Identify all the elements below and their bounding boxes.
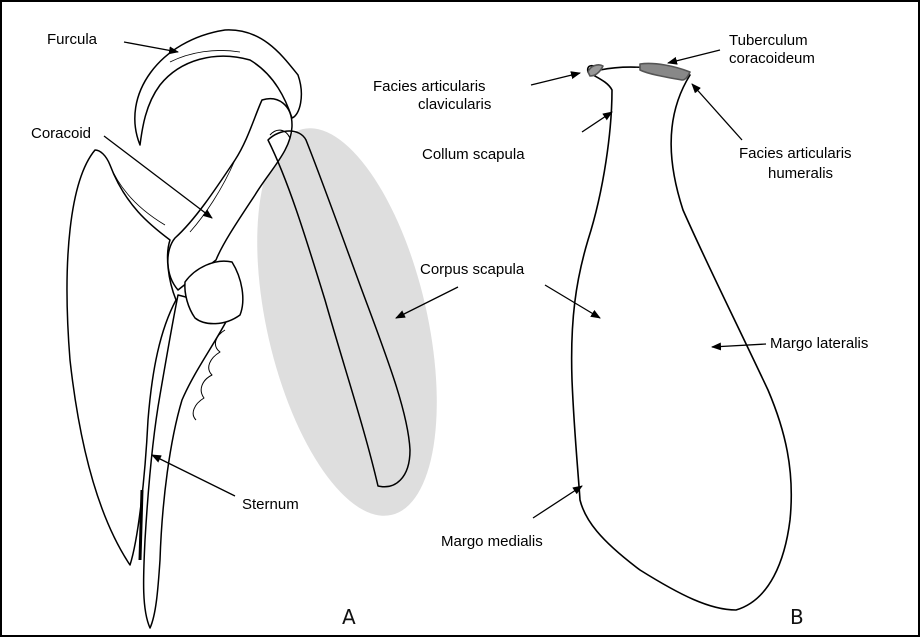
panel-label-b: B xyxy=(790,605,804,629)
label-corpus-scapula: Corpus scapula xyxy=(420,261,524,278)
label-coracoid: Coracoid xyxy=(31,125,91,142)
label-facies-clavicularis-2: clavicularis xyxy=(418,96,491,113)
label-margo-medialis: Margo medialis xyxy=(441,533,543,550)
label-facies-humeralis-2: humeralis xyxy=(768,165,833,182)
label-tuberculum-2: coracoideum xyxy=(729,50,815,67)
label-collum-scapula: Collum scapula xyxy=(422,146,525,163)
arrow-furcula xyxy=(124,42,178,52)
arrow-margo-medialis xyxy=(533,486,582,518)
arrow-facies-clav xyxy=(531,73,580,85)
panel-label-a: A xyxy=(342,605,356,629)
label-sternum: Sternum xyxy=(242,496,299,513)
arrow-tuberculum xyxy=(668,50,720,63)
panel-a-drawing xyxy=(67,30,469,628)
label-facies-clavicularis-1: Facies articularis xyxy=(373,78,486,95)
label-furcula: Furcula xyxy=(47,31,97,48)
label-facies-humeralis-1: Facies articularis xyxy=(739,145,852,162)
arrow-facies-hum xyxy=(692,84,742,140)
label-tuberculum-1: Tuberculum xyxy=(729,32,808,49)
arrow-collum xyxy=(582,112,612,132)
label-margo-lateralis: Margo lateralis xyxy=(770,335,868,352)
